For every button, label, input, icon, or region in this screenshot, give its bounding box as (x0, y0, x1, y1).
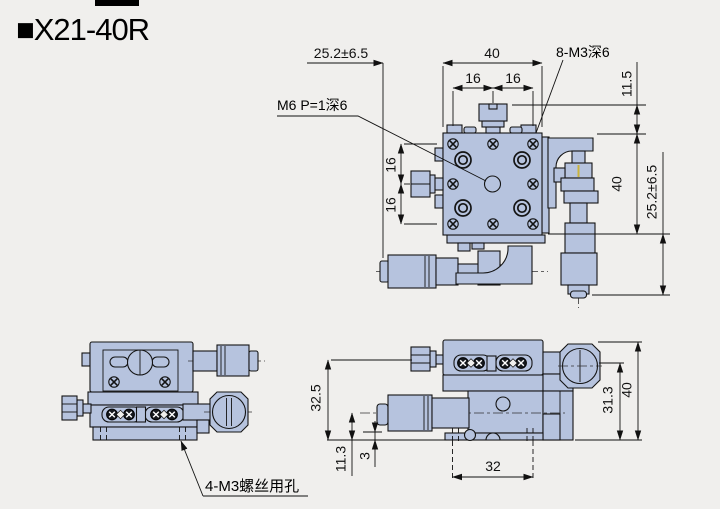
front-body (81, 341, 199, 441)
center-hole-m6 (483, 175, 502, 193)
dim-total-height: 40 (619, 382, 635, 398)
dim-foot-height: 3 (357, 452, 373, 460)
side-micrometer (360, 394, 565, 432)
front-micrometer (188, 344, 265, 377)
side-drive-knob (558, 343, 602, 389)
side-top-knob (410, 346, 445, 372)
dim-mic-axis-height: 11.3 (333, 446, 349, 472)
dim-drive-axis-height: 31.3 (600, 386, 616, 413)
x-bracket (455, 245, 533, 285)
dim-pitch-right: 16 (505, 70, 521, 86)
dim-pitch-down: 16 (383, 197, 399, 213)
dim-travel-top: 25.2±6.5 (314, 45, 369, 61)
top-view-dimensions: 25.2±6.5 40 16 16 8-M3深6 M6 P=1深6 (277, 44, 670, 296)
front-base (92, 426, 198, 441)
dim-knob-axis-height: 32.5 (308, 384, 324, 411)
label-mounting-holes: 4-M3螺丝用孔 (205, 478, 299, 495)
front-view: 4-M3螺丝用孔 (61, 341, 308, 497)
micrometer-y (541, 136, 599, 308)
front-drive-knob (182, 391, 254, 434)
stage-plate (434, 124, 546, 252)
top-view: 25.2±6.5 40 16 16 8-M3深6 M6 P=1深6 (277, 44, 670, 308)
label-top-threads: 8-M3深6 (556, 44, 610, 60)
side-view-dimensions: 32.5 11.3 3 32 31.3 40 (308, 341, 642, 481)
dim-knob-height: 11.5 (619, 71, 635, 97)
dim-hole-span: 32 (485, 458, 501, 474)
dim-pitch-left: 16 (465, 70, 481, 86)
side-body (442, 339, 574, 442)
cropped-artifact (95, 0, 139, 6)
label-center-thread: M6 P=1深6 (277, 97, 348, 113)
front-left-knob (61, 395, 92, 421)
left-knob (410, 170, 444, 198)
dim-travel-right: 25.2±6.5 (644, 165, 660, 220)
top-knob (478, 103, 508, 134)
dim-height: 40 (609, 176, 625, 192)
front-view-labels: 4-M3螺丝用孔 (180, 440, 308, 497)
dim-pitch-up: 16 (383, 157, 399, 173)
micrometer-x (376, 245, 548, 289)
side-view: 32.5 11.3 3 32 31.3 40 (308, 339, 642, 481)
dim-width: 40 (484, 45, 500, 61)
page-title: ■X21-40R (16, 12, 150, 47)
